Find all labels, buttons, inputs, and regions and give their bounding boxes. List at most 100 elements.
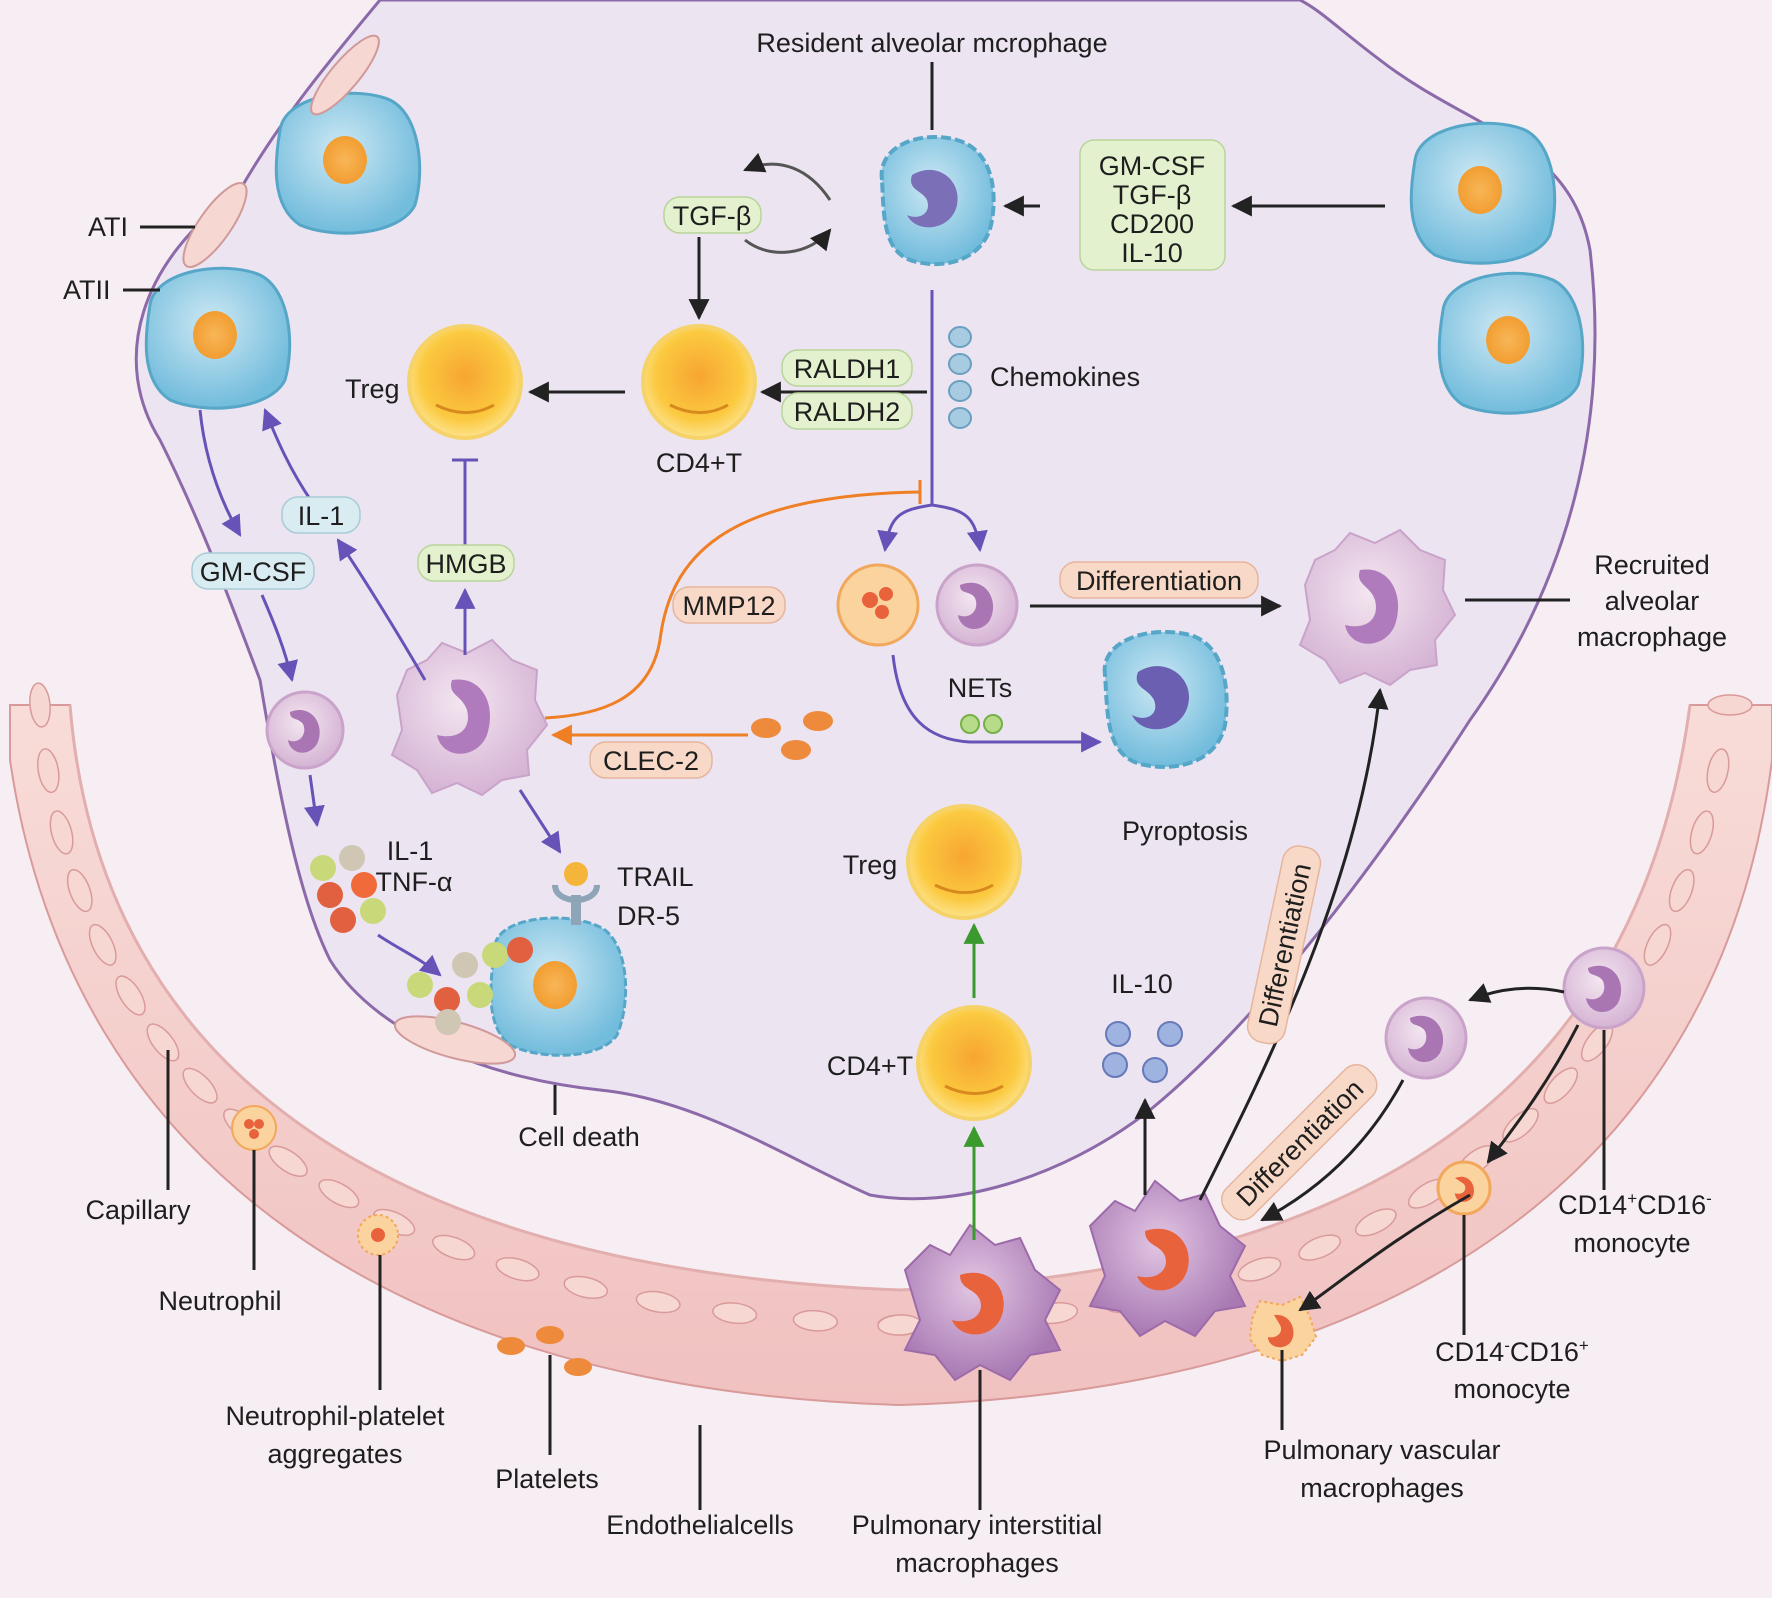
monocyte-icon <box>1562 946 1646 1030</box>
endothelial-cell <box>66 868 93 913</box>
endothelial-cell <box>1706 748 1730 793</box>
endothelial-cell <box>49 810 74 855</box>
endothelial-cell <box>1298 1234 1342 1261</box>
label-pim-1: Pulmonary interstitial <box>852 1510 1103 1540</box>
trail-receptor-icon <box>552 862 600 925</box>
endothelial-cell <box>1707 694 1753 716</box>
label-recruited-1: Recruited <box>1594 550 1710 580</box>
endothelial-cell <box>635 1290 681 1314</box>
label-recruited-2: alveolar <box>1605 586 1700 616</box>
endothelial-cell <box>1354 1208 1397 1237</box>
label-npa-2: aggregates <box>267 1439 402 1469</box>
chemokine-icon <box>948 326 972 429</box>
label-recruited-3: macrophage <box>1577 622 1727 652</box>
macrophage-icon <box>1248 1295 1318 1363</box>
pill-tgfb: TGF-β <box>663 196 762 234</box>
label-treg-bottom: Treg <box>843 850 898 880</box>
endothelial-cell <box>1543 1067 1579 1105</box>
label-ati: ATI <box>88 212 128 242</box>
endothelial-cell <box>1689 810 1715 855</box>
label-chemokines: Chemokines <box>990 362 1140 392</box>
label-il1: IL-1 <box>387 836 434 866</box>
pill-raldh1-label: RALDH1 <box>794 354 901 384</box>
label-cd14neg-monocyte: CD14-CD16+ <box>1435 1336 1589 1367</box>
t-cell-icon <box>906 804 1022 920</box>
label-pim-2: macrophages <box>895 1548 1059 1578</box>
monocyte-icon <box>1436 1160 1492 1216</box>
label-pyroptosis: Pyroptosis <box>1122 816 1248 846</box>
pill-hmgb-label: HMGB <box>426 549 507 579</box>
endothelial-cell <box>1668 868 1695 913</box>
pill-mmp12-label: MMP12 <box>682 591 775 621</box>
pill-differentiation: Differentiation <box>1059 561 1259 599</box>
endothelial-cell <box>495 1257 540 1282</box>
epithelial-cell-icon <box>489 916 628 1057</box>
pill-il1: IL-1 <box>281 496 361 534</box>
pill-clec2-label: CLEC-2 <box>603 746 699 776</box>
endothelial-cell <box>115 975 146 1016</box>
epithelial-cell-icon <box>274 91 422 235</box>
pill-il1-label: IL-1 <box>298 501 345 531</box>
neutrophil-platelet-aggregate-icon <box>357 1214 399 1256</box>
label-cd4t-top: CD4+T <box>656 448 742 478</box>
label-cd14pos-monocyte: CD14+CD16- <box>1558 1189 1712 1220</box>
epithelial-cell-icon <box>1437 271 1585 415</box>
factor-3: CD200 <box>1110 209 1194 239</box>
pill-differentiation-label: Differentiation <box>1076 566 1242 596</box>
label-capillary: Capillary <box>85 1195 191 1225</box>
endothelial-cell <box>146 1023 180 1062</box>
pill-raldh2: RALDH2 <box>781 392 913 430</box>
pill-raldh1: RALDH1 <box>781 349 913 387</box>
label-endothelial: Endothelialcells <box>606 1510 794 1540</box>
ati-cell <box>182 182 248 268</box>
pill-mmp12: MMP12 <box>672 586 786 624</box>
cytokine-cluster <box>310 845 533 1035</box>
pyroptotic-macrophage-icon <box>1102 630 1229 769</box>
label-trail: TRAIL <box>617 862 694 892</box>
factor-2: TGF-β <box>1113 180 1192 210</box>
label-cd4t-bottom: CD4+T <box>827 1051 913 1081</box>
endothelial-cell <box>1643 923 1672 966</box>
macrophage-icon <box>390 638 549 797</box>
endothelial-cell <box>432 1234 476 1261</box>
t-cell-icon <box>641 324 757 440</box>
t-cell-icon <box>407 324 523 440</box>
platelet-icon <box>497 1326 592 1376</box>
label-platelets: Platelets <box>495 1464 599 1494</box>
label-atii: ATII <box>63 275 111 305</box>
label-il10: IL-10 <box>1111 969 1173 999</box>
endothelial-cell <box>88 923 117 966</box>
endothelial-cell <box>182 1067 218 1104</box>
label-treg-top: Treg <box>345 374 400 404</box>
interstitial-macrophage-icon <box>903 1223 1062 1382</box>
label-cd14pos-monocyte-2: monocyte <box>1573 1228 1690 1258</box>
macrophage-icon <box>879 134 996 267</box>
endothelial-cell <box>318 1178 360 1209</box>
epithelial-cell-icon <box>1409 121 1557 265</box>
pill-tgfb-label: TGF-β <box>673 201 752 231</box>
label-dr5: DR-5 <box>617 901 680 931</box>
nets-beads <box>960 714 1003 734</box>
neutrophil-icon <box>231 1105 277 1151</box>
capillary-vessel <box>9 682 1772 1598</box>
label-cell-death: Cell death <box>518 1122 640 1152</box>
monocyte-icon <box>1384 996 1468 1080</box>
arrows <box>123 62 1606 1510</box>
label-nets: NETs <box>948 673 1013 703</box>
macrophage-icon <box>1298 528 1457 687</box>
platelet-icon <box>751 711 833 760</box>
label-cd14neg-monocyte-2: monocyte <box>1453 1374 1570 1404</box>
label-resident-macrophage: Resident alveolar mcrophage <box>756 28 1107 58</box>
endothelial-cell <box>792 1309 839 1332</box>
pill-gmcsf-label: GM-CSF <box>200 557 306 587</box>
pill-clec2: CLEC-2 <box>589 741 713 779</box>
endothelial-cell <box>563 1275 609 1300</box>
endothelial-cell <box>29 682 51 728</box>
endothelial-cell <box>712 1302 758 1325</box>
label-tnfa: TNF-α <box>375 867 452 897</box>
endothelial-cell <box>268 1145 308 1177</box>
factor-4: IL-10 <box>1121 238 1183 268</box>
pill-gmcsf: GM-CSF <box>191 552 315 590</box>
factor-1: GM-CSF <box>1099 151 1205 181</box>
